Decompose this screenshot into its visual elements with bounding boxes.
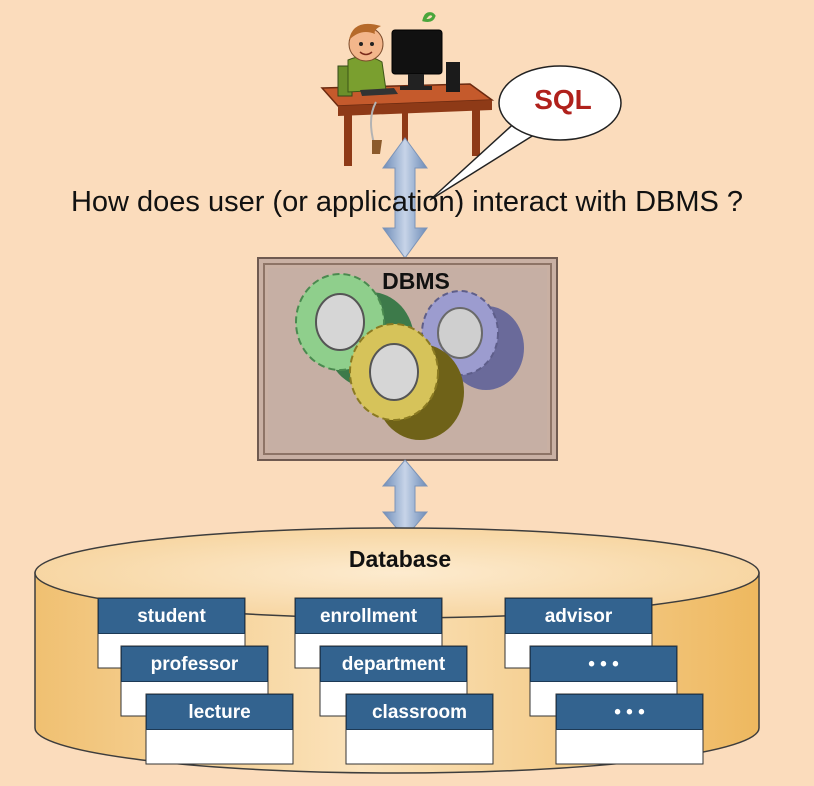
sql-bubble-text: SQL bbox=[534, 84, 592, 115]
gears-icon bbox=[295, 273, 524, 440]
speech-bubble bbox=[429, 65, 622, 201]
double-arrow-icon bbox=[381, 459, 429, 539]
table-student: student bbox=[98, 598, 245, 634]
table-advisor: advisor bbox=[505, 598, 652, 634]
table-lecture: lecture bbox=[146, 694, 293, 730]
table-ellipsis: • • • bbox=[556, 694, 703, 730]
dbms-label: DBMS bbox=[382, 268, 450, 294]
table-professor: professor bbox=[121, 646, 268, 682]
table-ellipsis: • • • bbox=[530, 646, 677, 682]
database-label: Database bbox=[348, 546, 452, 572]
question-text: How does user (or application) interact … bbox=[70, 186, 744, 218]
table-department: department bbox=[320, 646, 467, 682]
table-enrollment: enrollment bbox=[295, 598, 442, 634]
table-classroom: classroom bbox=[346, 694, 493, 730]
user-at-computer-icon bbox=[320, 12, 495, 166]
